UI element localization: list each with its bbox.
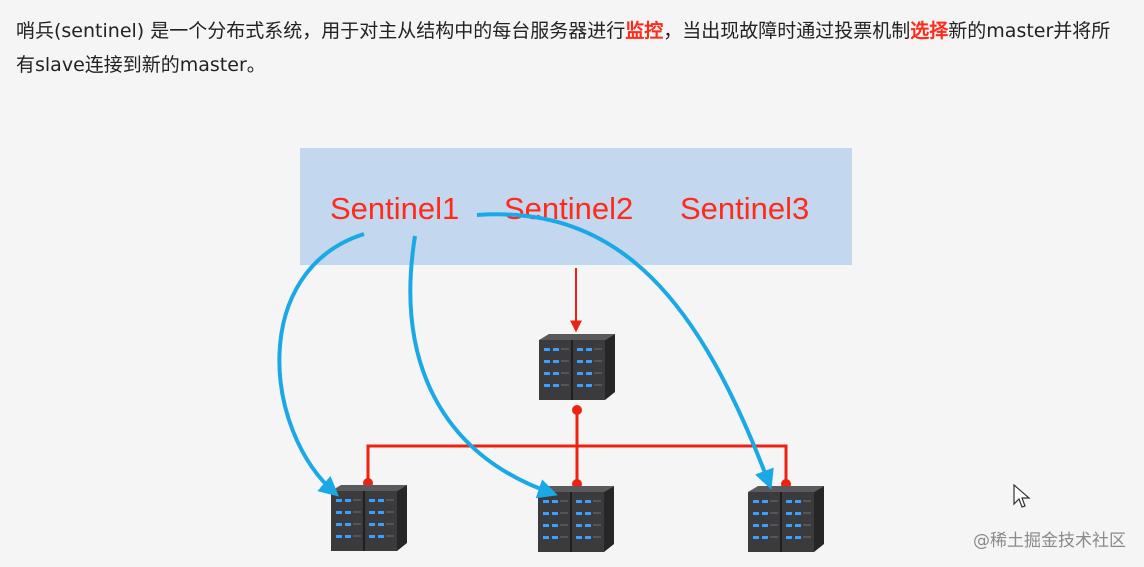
sentinel2-label: Sentinel2 [504, 191, 633, 226]
description-part1: 哨兵(sentinel) 是一个分布式系统，用于对主从结构中的每台服务器进行 [16, 20, 626, 42]
sentinel-panel [300, 148, 852, 265]
server-rack-icon [747, 485, 825, 553]
highlight-select: 选择 [910, 20, 949, 42]
master-slave-bus-line [366, 444, 788, 482]
sentinel1-label: Sentinel1 [330, 191, 459, 226]
server-rack-icon [330, 484, 408, 552]
server-rack-icon [538, 333, 616, 401]
highlight-monitor: 监控 [625, 20, 664, 42]
sentinel3-label: Sentinel3 [680, 191, 809, 226]
description-part2: ，当出现故障时通过投票机制 [663, 20, 911, 42]
server-rack-icon [537, 485, 615, 553]
description-part3: 新的master并将所有slave连接到新的master。 [16, 20, 1111, 76]
monitor-arrow-slave2 [408, 235, 558, 499]
monitor-arrow-slave3 [476, 212, 774, 490]
master-connection-dot [572, 405, 582, 415]
mouse-pointer-icon [1013, 484, 1031, 508]
watermark: @稀土掘金技术社区 [973, 531, 1126, 551]
monitor-arrow-slave1 [277, 232, 365, 497]
description-text: 哨兵(sentinel) 是一个分布式系统，用于对主从结构中的每台服务器进行监控… [16, 14, 1128, 82]
